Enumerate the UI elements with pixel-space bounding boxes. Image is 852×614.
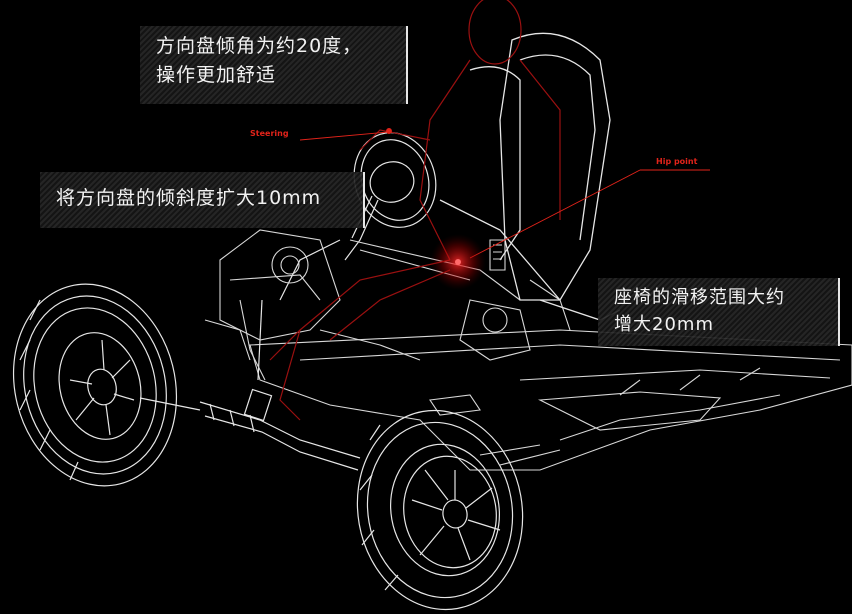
annotation-lines [299, 128, 710, 259]
front-left-wheel [12, 283, 178, 487]
hip-point-label: Hip point [656, 157, 698, 166]
front-right-wheel [356, 409, 524, 611]
seat-slide-callout: 座椅的滑移范围大约 增大20mm [598, 278, 840, 346]
steering-wheel [279, 132, 437, 301]
steering-angle-text-line1: 方向盘倾角为约20度， [156, 35, 363, 57]
floor-pan [249, 329, 852, 471]
steering-angle-callout: 方向盘倾角为约20度， 操作更加舒适 [140, 26, 408, 104]
seat-wireframe [439, 32, 621, 321]
tilt-range-text: 将方向盘的倾斜度扩大10mm [56, 187, 322, 209]
front-suspension [204, 229, 521, 381]
steering-label: Steering [250, 129, 289, 138]
steering-rack [139, 299, 361, 471]
steering-angle-text-line2: 操作更加舒适 [156, 64, 277, 86]
tilt-range-callout: 将方向盘的倾斜度扩大10mm [40, 172, 365, 228]
driver-silhouette [269, 0, 561, 421]
seat-slide-text-line1: 座椅的滑移范围大约 [614, 287, 785, 308]
seat-slide-text-line2: 增大20mm [614, 314, 714, 335]
